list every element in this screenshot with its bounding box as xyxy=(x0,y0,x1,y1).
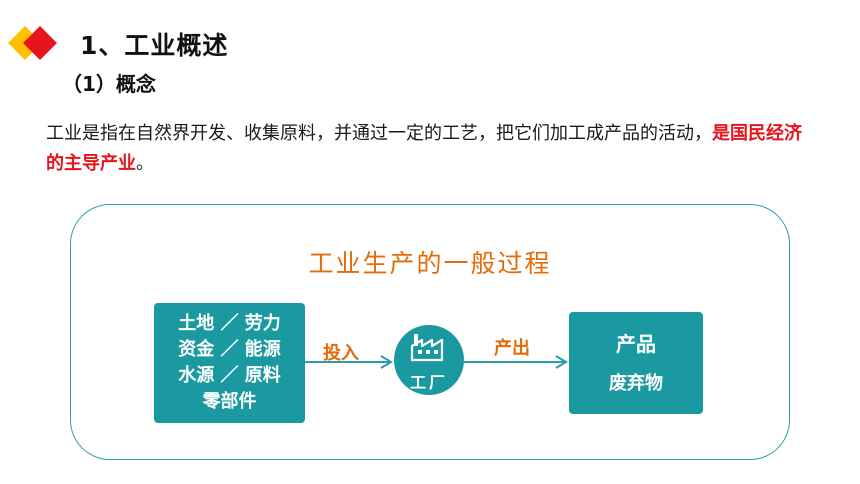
output-item: 废弃物 xyxy=(609,373,663,394)
input-item: 土地 ／ 劳力 xyxy=(178,313,281,334)
factory-label: 工厂 xyxy=(409,373,448,392)
output-arrow xyxy=(464,355,568,369)
input-arrow-label: 投入 xyxy=(323,343,359,364)
paragraph-end: 。 xyxy=(136,153,154,174)
output-item: 产品 xyxy=(616,332,656,356)
input-item: 水源 ／ 原料 xyxy=(178,365,281,386)
sub-title: （1）概念 xyxy=(62,72,156,96)
output-arrow-label: 产出 xyxy=(494,338,530,359)
concept-paragraph: 工业是指在自然界开发、收集原料，并通过一定的工艺，把它们加工成产品的活动，是国民… xyxy=(46,119,816,179)
input-arrow xyxy=(305,355,393,369)
factory-icon xyxy=(410,334,444,362)
inputs-box: 土地 ／ 劳力 资金 ／ 能源 水源 ／ 原料 零部件 xyxy=(154,303,305,423)
outputs-box: 产品 废弃物 xyxy=(569,312,703,414)
input-item: 资金 ／ 能源 xyxy=(178,339,281,360)
process-title: 工业生产的一般过程 xyxy=(308,249,552,278)
process-frame xyxy=(70,204,790,460)
input-item: 零部件 xyxy=(202,391,257,412)
paragraph-highlight: 是国民经济的主导产业 xyxy=(46,123,802,174)
section-title: 1、工业概述 xyxy=(80,31,229,60)
paragraph-text: 工业是指在自然界开发、收集原料，并通过一定的工艺，把它们加工成产品的活动， xyxy=(46,123,712,144)
